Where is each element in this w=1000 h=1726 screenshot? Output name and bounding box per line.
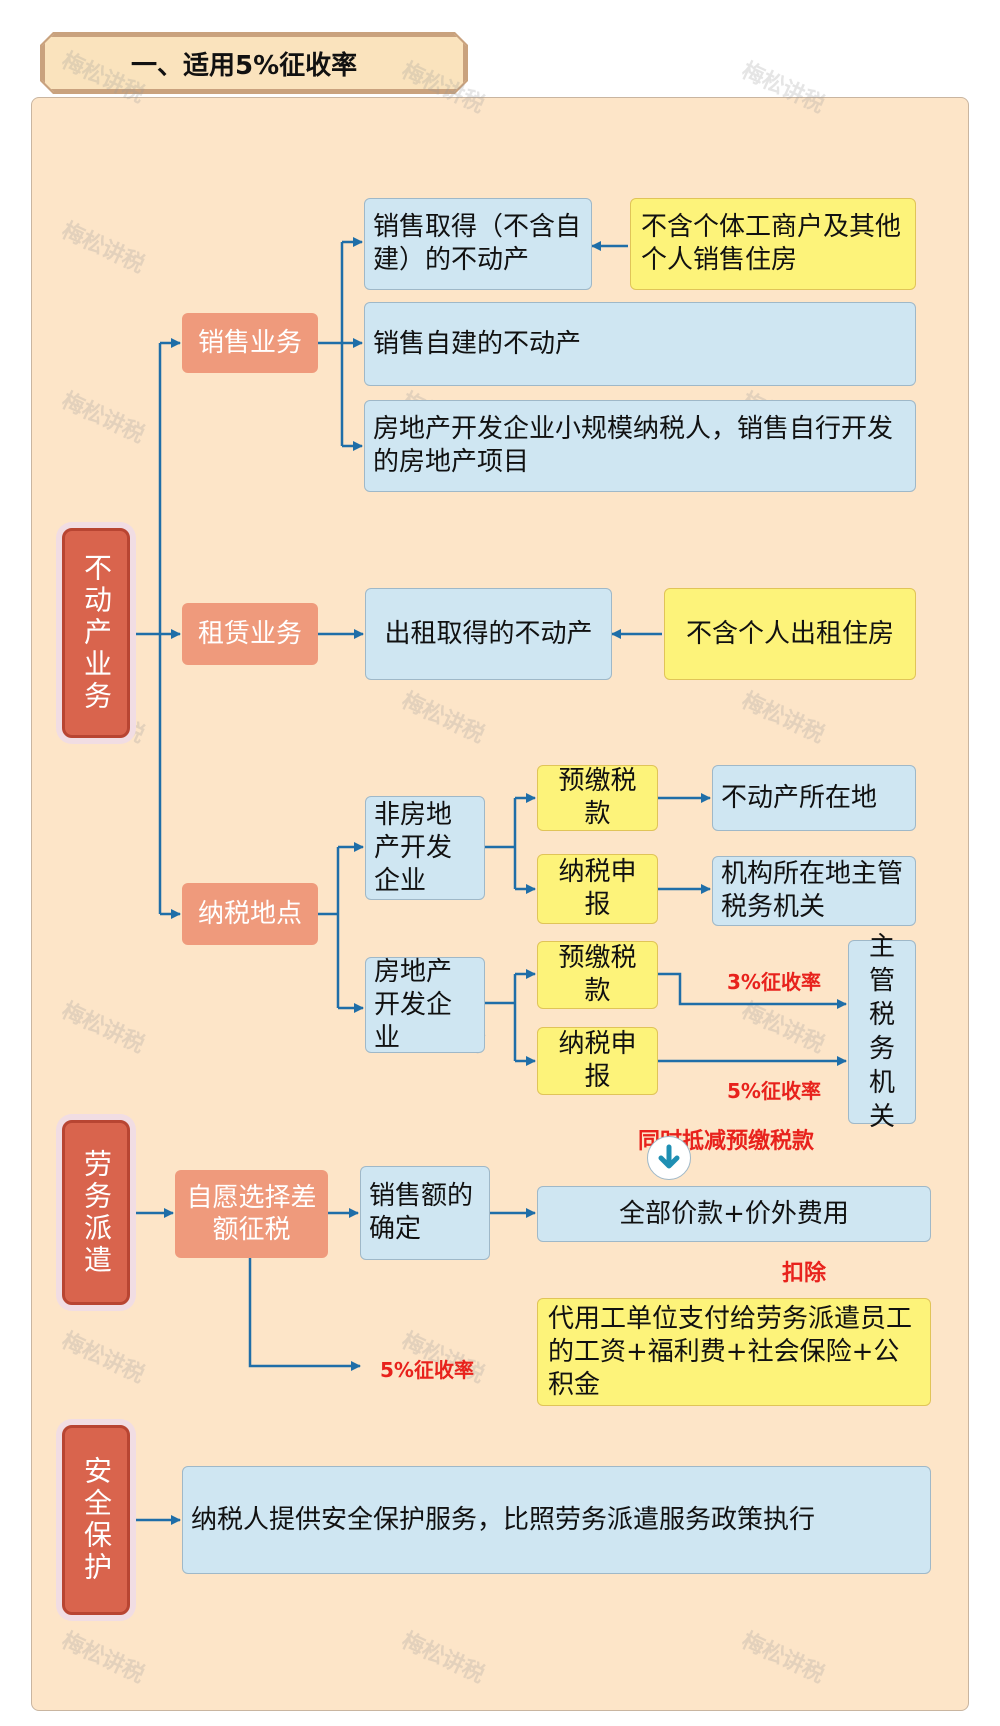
sale-developer-project: 房地产开发企业小规模纳税人，销售自行开发的房地产项目 xyxy=(364,400,916,492)
category-label: 不动产业务 xyxy=(80,553,113,713)
sales-business-node: 销售业务 xyxy=(182,313,318,373)
prepay-rate-label: 3%征收率 xyxy=(727,970,821,994)
lease-acquired-property: 出租取得的不动产 xyxy=(365,588,612,680)
lease-business-node: 租赁业务 xyxy=(182,603,318,665)
category-labor: 劳务派遣 xyxy=(62,1120,130,1305)
sale-acquired-property: 销售取得（不含自建）的不动产 xyxy=(364,198,592,290)
page-title: 一、适用5%征收率 xyxy=(42,34,466,92)
sales-amount-determination: 销售额的确定 xyxy=(360,1166,490,1260)
developer-declare: 纳税申报 xyxy=(537,1027,658,1095)
labor-rate-label: 5%征收率 xyxy=(380,1358,474,1382)
differential-tax-option: 自愿选择差额征税 xyxy=(175,1170,328,1258)
non-developer-prepay-place: 不动产所在地 xyxy=(712,765,916,831)
declare-rate-label: 5%征收率 xyxy=(727,1079,821,1103)
total-price-and-fees: 全部价款+价外费用 xyxy=(537,1186,931,1242)
developer-node: 房地产开发企业 xyxy=(365,957,485,1053)
lease-exclusion-note: 不含个人出租住房 xyxy=(664,588,916,680)
developer-prepay: 预缴税款 xyxy=(537,941,658,1009)
arrow-down-icon xyxy=(647,1136,691,1180)
sales-exclusion-note: 不含个体工商户及其他个人销售住房 xyxy=(630,198,916,290)
competent-tax-authority: 主管税务机关 xyxy=(848,932,916,1132)
deduct-label: 扣除 xyxy=(782,1261,827,1286)
non-developer-declare: 纳税申报 xyxy=(537,854,658,924)
category-security: 安全保护 xyxy=(62,1425,130,1615)
non-developer-prepay: 预缴税款 xyxy=(537,765,658,831)
category-label: 安全保护 xyxy=(80,1456,113,1584)
authority-label: 主管税务机关 xyxy=(868,932,895,1132)
tax-location-node: 纳税地点 xyxy=(182,883,318,945)
category-label: 劳务派遣 xyxy=(80,1148,113,1277)
non-developer-declare-place: 机构所在地主管税务机关 xyxy=(712,856,916,926)
security-policy: 纳税人提供安全保护服务，比照劳务派遣服务政策执行 xyxy=(182,1466,931,1574)
non-developer-node: 非房地产开发企业 xyxy=(365,796,485,900)
category-real-estate: 不动产业务 xyxy=(62,528,130,738)
deduction-items: 代用工单位支付给劳务派遣员工的工资+福利费+社会保险+公积金 xyxy=(537,1298,931,1406)
sale-self-built-property: 销售自建的不动产 xyxy=(364,302,916,386)
